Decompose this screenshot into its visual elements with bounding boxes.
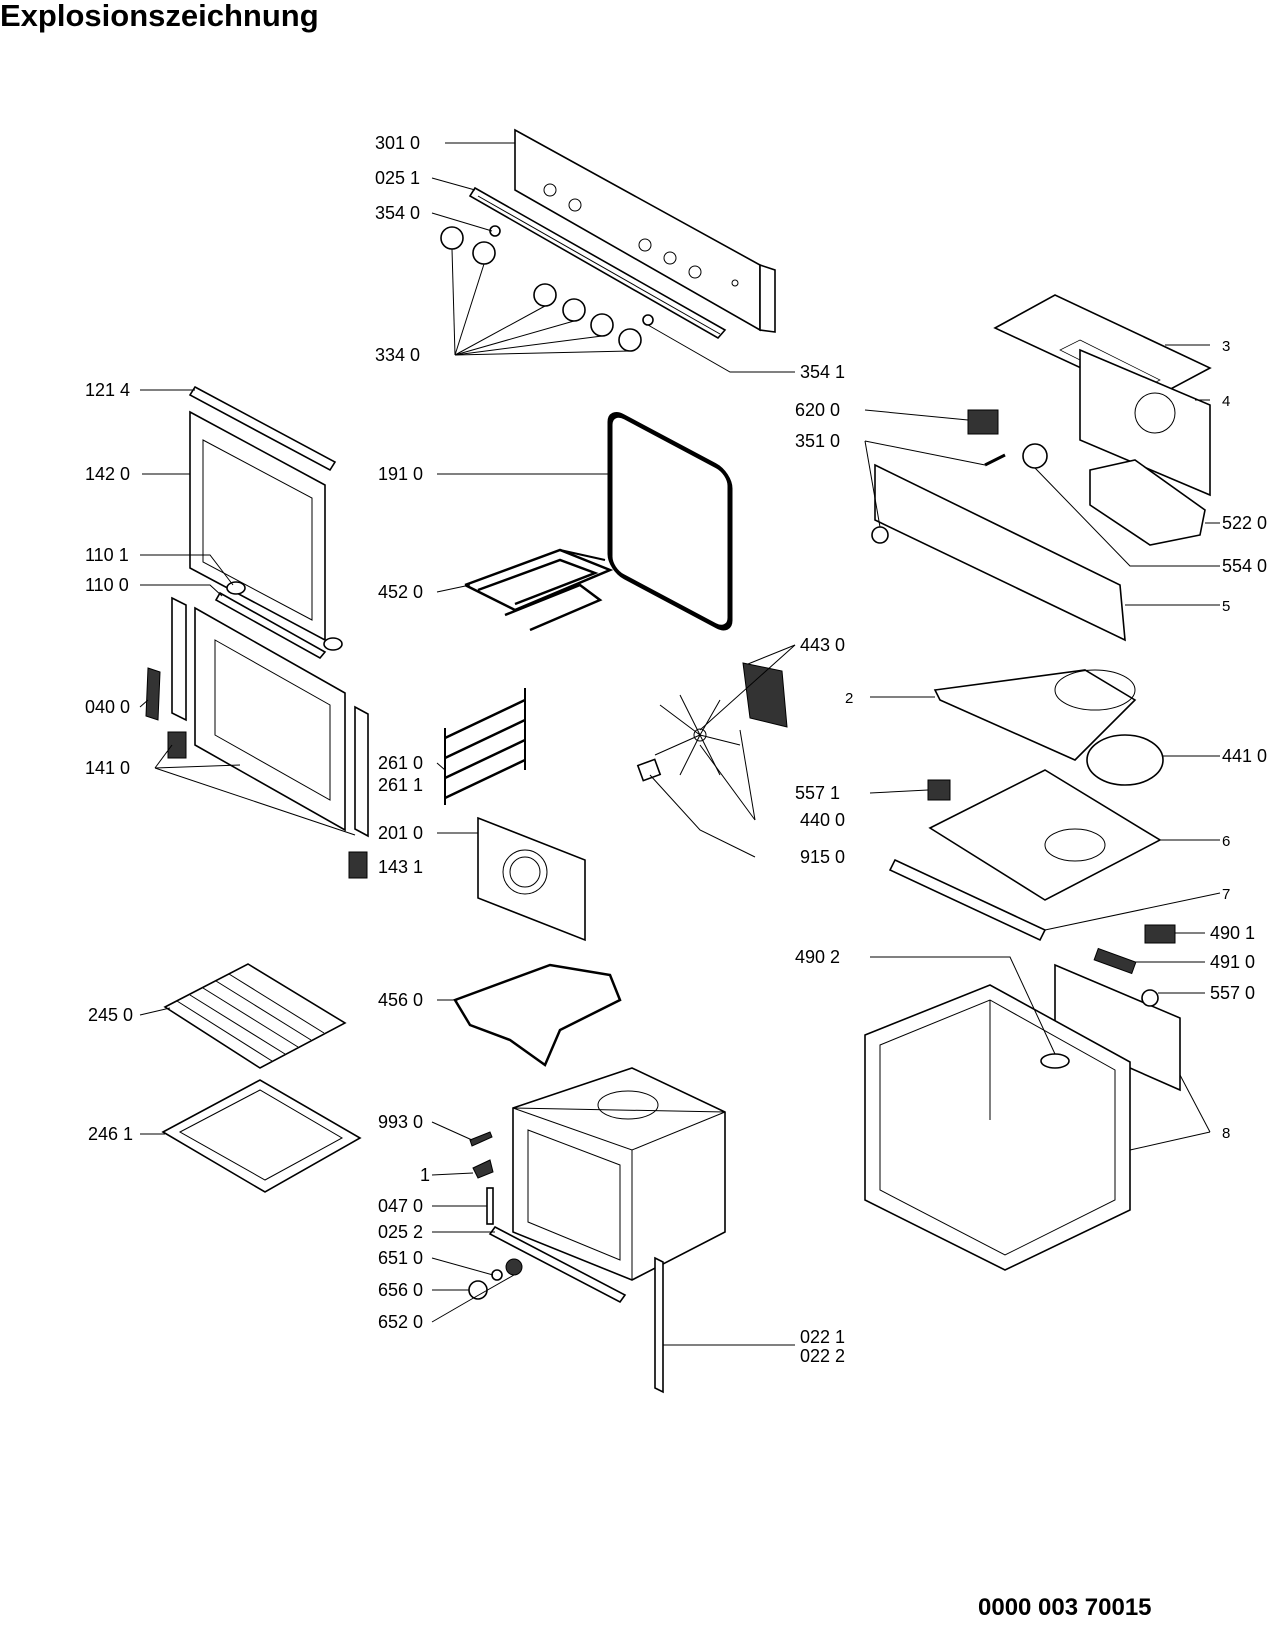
grill-element-part xyxy=(464,548,614,632)
ring-4902-part xyxy=(1040,1053,1070,1069)
label-9150: 915 0 xyxy=(800,847,845,867)
terminal-4901-part xyxy=(1144,924,1176,944)
label-0470: 047 0 xyxy=(378,1196,423,1216)
baking-tray-part xyxy=(161,1079,362,1193)
label-2: 2 xyxy=(845,690,853,707)
label-2461: 246 1 xyxy=(88,1124,133,1144)
label-1910: 191 0 xyxy=(378,464,423,484)
rear-board-part xyxy=(1054,963,1181,1092)
label-2611: 261 1 xyxy=(378,775,423,795)
shelf-support-rails-part xyxy=(444,688,526,805)
label-3540: 354 0 xyxy=(375,203,420,223)
thermostat-5571-part xyxy=(927,779,951,801)
label-3541: 354 1 xyxy=(800,362,845,382)
top-plate-part xyxy=(928,769,1162,901)
rear-panel-part xyxy=(477,816,586,942)
door-top-trim-part xyxy=(188,385,337,472)
label-9930: 993 0 xyxy=(378,1112,423,1132)
page-title: Explosionszeichnung xyxy=(0,0,319,33)
label-4520: 452 0 xyxy=(378,582,423,602)
switch-620-part xyxy=(967,409,999,435)
oven-door-gasket-part xyxy=(607,412,733,631)
label-5: 5 xyxy=(1222,598,1230,615)
label-4901: 490 1 xyxy=(1210,923,1255,943)
label-4560: 456 0 xyxy=(378,990,423,1010)
top-housing-part xyxy=(993,294,1212,497)
document-number: 0000 003 70015 xyxy=(978,1594,1152,1621)
label-1: 1 xyxy=(420,1165,430,1185)
label-1431: 143 1 xyxy=(378,857,423,877)
label-4400: 440 0 xyxy=(800,810,845,830)
label-6520: 652 0 xyxy=(378,1312,423,1332)
label-2610: 261 0 xyxy=(378,753,423,773)
knob-652-part xyxy=(505,1258,523,1276)
fan-assembly-part xyxy=(636,662,788,782)
bottom-heating-element-part xyxy=(453,963,622,1067)
label-0221: 022 1 xyxy=(800,1327,845,1347)
label-2450: 245 0 xyxy=(88,1005,133,1025)
label-4902: 490 2 xyxy=(795,947,840,967)
label-4: 4 xyxy=(1222,393,1230,410)
fan-cover-part xyxy=(933,669,1137,761)
control-bracket-part xyxy=(874,463,1126,642)
oven-cavity-part xyxy=(512,1067,726,1281)
label-2010: 201 0 xyxy=(378,823,423,843)
front-plate-part xyxy=(888,858,1047,942)
label-3: 3 xyxy=(1222,338,1230,355)
thermostat-5570-part xyxy=(1141,989,1159,1007)
wire-rack-part xyxy=(163,963,347,1069)
side-strip-part xyxy=(654,1256,664,1394)
screw-part xyxy=(469,1131,493,1147)
label-4910: 491 0 xyxy=(1210,952,1255,972)
label-8: 8 xyxy=(1222,1125,1230,1142)
panel-rail-part xyxy=(468,186,727,340)
hinge-clip-part xyxy=(167,731,187,759)
label-6510: 651 0 xyxy=(378,1248,423,1268)
label-1214: 121 4 xyxy=(85,380,130,400)
label-7: 7 xyxy=(1222,886,1230,903)
leader-lines xyxy=(139,142,1221,1346)
electronic-module-part xyxy=(1089,459,1206,546)
pin-351-part xyxy=(984,453,1006,467)
label-0222: 022 2 xyxy=(800,1346,845,1366)
door-handle-part xyxy=(214,581,343,660)
strip-047-part xyxy=(486,1187,494,1225)
label-4430: 443 0 xyxy=(800,635,845,655)
blower-fan-part xyxy=(1086,734,1164,786)
label-3510: 351 0 xyxy=(795,431,840,451)
label-1101: 110 1 xyxy=(85,545,129,565)
label-3010: 301 0 xyxy=(375,133,420,153)
hinge-block-part xyxy=(348,851,368,879)
part-labels: 301 0 025 1 354 0 334 0 354 1 121 4 142 … xyxy=(85,133,1267,1366)
label-1420: 142 0 xyxy=(85,464,130,484)
label-6: 6 xyxy=(1222,833,1230,850)
label-3340: 334 0 xyxy=(375,345,420,365)
door-side-strip-left xyxy=(171,596,187,722)
label-0252: 025 2 xyxy=(378,1222,423,1242)
label-5571: 557 1 xyxy=(795,783,840,803)
control-panel-part xyxy=(514,128,776,333)
label-0251: 025 1 xyxy=(375,168,420,188)
motor-554-part xyxy=(1022,443,1048,469)
clip-part xyxy=(472,1159,494,1179)
button-351-part xyxy=(871,526,889,544)
terminal-strip-part xyxy=(1093,947,1137,975)
door-side-strip-right xyxy=(354,705,369,838)
hinge-part xyxy=(145,667,161,721)
knob-656-part xyxy=(468,1280,488,1300)
label-5570: 557 0 xyxy=(1210,983,1255,1003)
shaft-651-part xyxy=(491,1269,503,1281)
label-6200: 620 0 xyxy=(795,400,840,420)
inner-door-part xyxy=(194,606,346,832)
label-5220: 522 0 xyxy=(1222,513,1267,533)
label-4410: 441 0 xyxy=(1222,746,1267,766)
label-5540: 554 0 xyxy=(1222,556,1267,576)
label-6560: 656 0 xyxy=(378,1280,423,1300)
outer-door-glass-part xyxy=(189,410,326,642)
label-1410: 141 0 xyxy=(85,758,130,778)
label-1100: 110 0 xyxy=(85,575,129,595)
label-0400: 040 0 xyxy=(85,697,130,717)
